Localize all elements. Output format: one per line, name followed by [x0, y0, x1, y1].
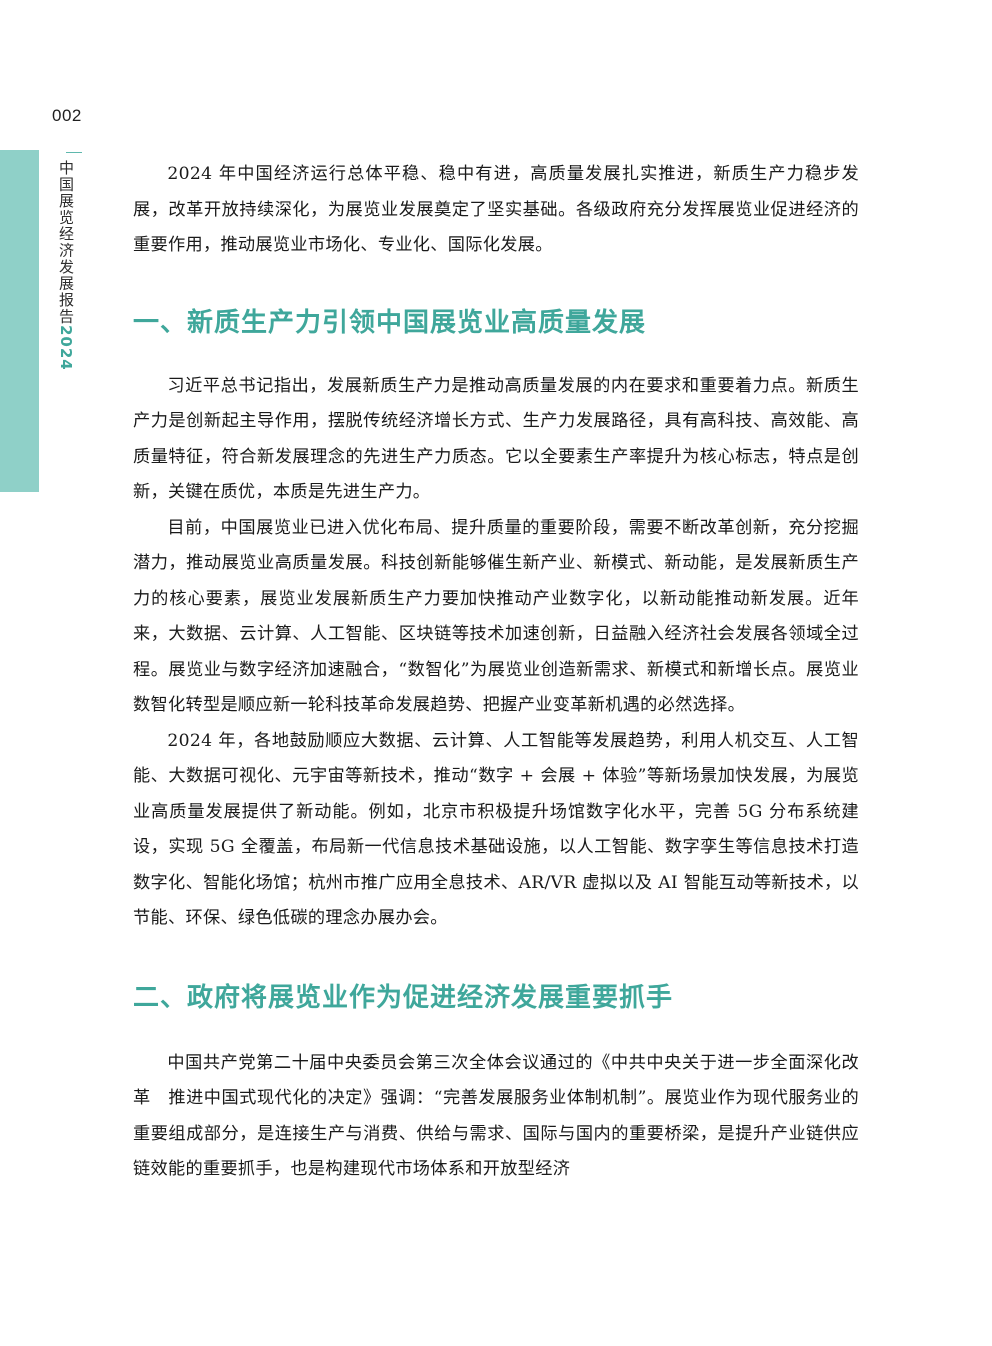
running-title-text: 中国展览经济发展报告	[57, 160, 75, 325]
page-number: 002	[52, 106, 82, 125]
section-1-heading: 一、新质生产力引领中国展览业高质量发展	[133, 307, 647, 338]
section-1-paragraph-3: 2024 年，各地鼓励顺应大数据、云计算、人工智能等发展趋势，利用人机交互、人工…	[133, 730, 859, 929]
side-color-band	[0, 150, 39, 492]
main-content: 2024 年中国经济运行总体平稳、稳中有进，高质量发展扎实推进，新质生产力稳步发…	[133, 157, 859, 1188]
running-title-year: 2024	[57, 325, 75, 371]
section-2-paragraph-1: 中国共产党第二十届中央委员会第三次全体会议通过的《中共中央关于进一步全面深化改革…	[133, 1052, 859, 1180]
intro-paragraph: 2024 年中国经济运行总体平稳、稳中有进，高质量发展扎实推进，新质生产力稳步发…	[133, 164, 859, 255]
side-title-rule	[66, 152, 82, 153]
section-1-paragraph-2: 目前，中国展览业已进入优化布局、提升质量的重要阶段，需要不断改革创新，充分挖掘潜…	[133, 517, 859, 716]
section-1-paragraph-1: 习近平总书记指出，发展新质生产力是推动高质量发展的内在要求和重要着力点。新质生产…	[133, 375, 859, 503]
section-2-heading: 二、政府将展览业作为促进经济发展重要抓手	[133, 982, 674, 1013]
running-title: 中国展览经济发展报告2024	[56, 160, 76, 371]
